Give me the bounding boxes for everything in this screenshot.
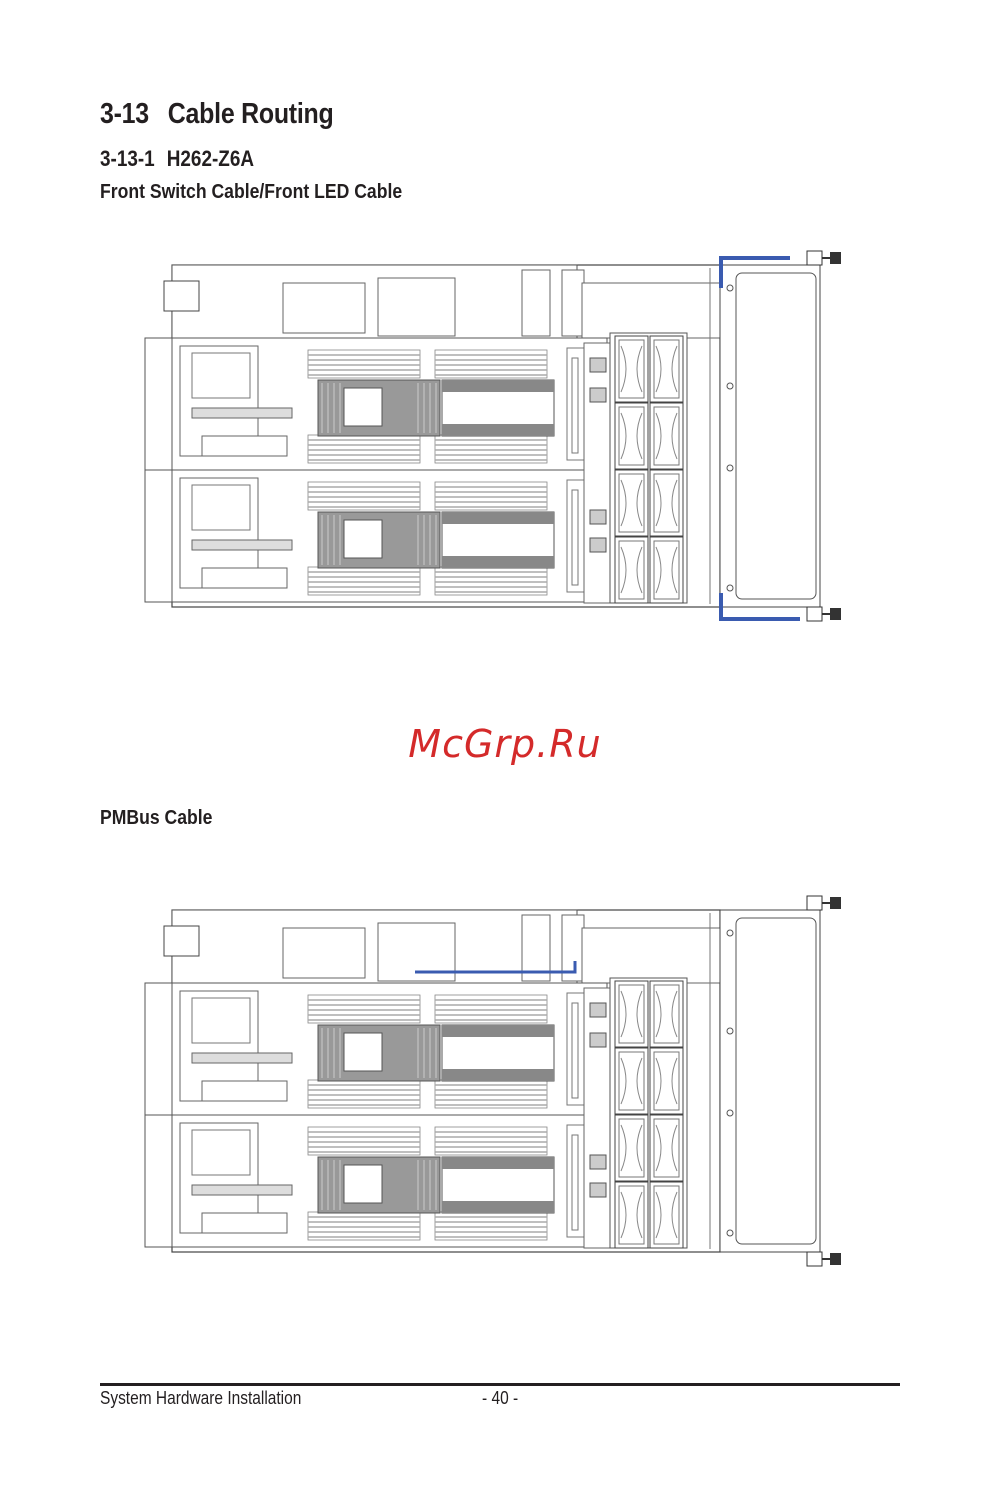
figure-caption-pmbus: PMBus Cable [100, 807, 213, 829]
watermark: McGrp.Ru [408, 722, 602, 766]
chassis-diagram-front-switch [142, 248, 847, 628]
chassis-diagram-pmbus [142, 893, 847, 1273]
front-switch-cable [719, 256, 800, 621]
footer-rule [100, 1383, 900, 1386]
page-number: - 40 - [482, 1388, 519, 1408]
footer-section: System Hardware Installation [100, 1388, 302, 1408]
figure-caption-front-switch: Front Switch Cable/Front LED Cable [100, 181, 403, 203]
pmbus-cable [415, 961, 577, 974]
